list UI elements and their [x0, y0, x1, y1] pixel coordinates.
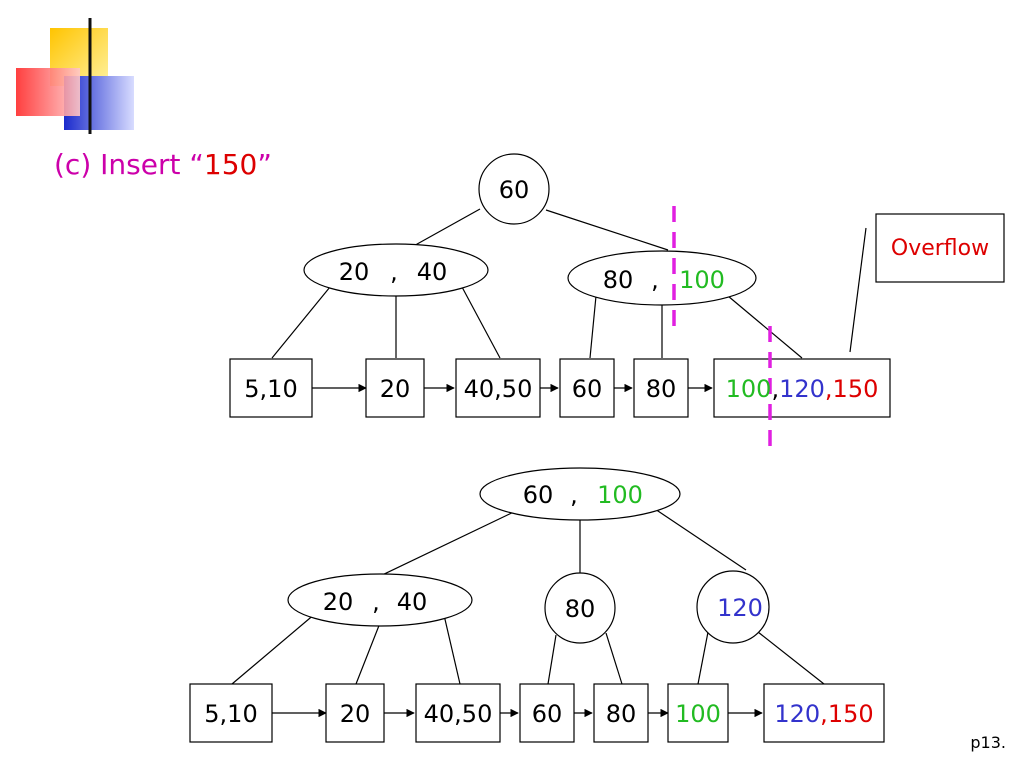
before-leaf-label: 20 [380, 375, 411, 403]
before-leaf-label: 40,50 [464, 375, 533, 403]
after-root-key-green: 100 [597, 481, 643, 509]
after-left-key: 20 [323, 588, 354, 616]
before-left-internal-node [303, 243, 489, 297]
after-leaf-label: 40,50 [424, 700, 493, 728]
after-root-sep: , [570, 481, 578, 509]
before-left-key: 20 [339, 258, 370, 286]
after-mid-key: 80 [565, 595, 596, 623]
before-right-key-green: 100 [679, 266, 725, 294]
after-leaf-node [519, 683, 575, 743]
title-quote-close: ” [257, 148, 272, 181]
after-left-key: 40 [397, 588, 428, 616]
after-leaf-label: 60 [532, 700, 563, 728]
after-left-sep: , [372, 588, 380, 616]
before-root-node [478, 153, 550, 225]
after-left-internal-node [287, 573, 473, 627]
key-sep: , [820, 700, 828, 728]
after-leaf-node [415, 683, 501, 743]
edge [757, 631, 825, 685]
before-leaf-node [559, 358, 615, 418]
after-leaf-label: 20 [340, 700, 371, 728]
after-leaf-node [189, 683, 273, 743]
after-leaf-node [667, 683, 729, 743]
before-overflow-leaf-node [713, 358, 891, 418]
before-right-key: 80 [603, 266, 634, 294]
before-leaf-label: 5,10 [244, 375, 297, 403]
overflow-label: Overflow [891, 236, 989, 261]
before-leaf-node [633, 358, 689, 418]
key-sep: , [771, 375, 779, 403]
before-root-key: 60 [499, 176, 530, 204]
after-leaf-node [763, 683, 885, 743]
after-mid-internal-node [544, 572, 616, 644]
edge [355, 622, 381, 685]
edge [545, 209, 669, 251]
edge [409, 208, 481, 249]
edge [697, 631, 709, 685]
page-number: p13. [970, 733, 1006, 752]
before-tree-labels: 60 20 , 40 80 , 100 5,10 20 40,50 60 80 … [244, 176, 878, 403]
callout-pointer [849, 227, 867, 353]
before-right-sep: , [651, 266, 659, 294]
after-tree-labels: 60 , 100 20 , 40 80 120 5,10 20 40,50 60… [204, 481, 873, 728]
edge [651, 506, 747, 571]
after-last-leaf-label: 120,150 [774, 700, 873, 728]
key-blue: 120 [779, 375, 825, 403]
title-value: 150 [203, 148, 258, 181]
before-leaf-label: 80 [646, 375, 677, 403]
before-leaf-node [229, 358, 313, 418]
key-blue: 120 [774, 700, 820, 728]
before-overflow-leaf-label: 100,120,150 [726, 375, 879, 403]
overflow-callout: Overflow [849, 213, 1005, 353]
edge [727, 295, 803, 359]
after-leaf-label: 80 [606, 700, 637, 728]
after-right-internal-node [696, 570, 770, 644]
edge [377, 508, 521, 578]
after-right-key-blue: 120 [717, 594, 763, 622]
before-leaf-node [455, 358, 541, 418]
after-tree [189, 467, 885, 743]
edge [443, 614, 461, 685]
before-leaf-label: 60 [572, 375, 603, 403]
before-left-sep: , [390, 258, 398, 286]
before-left-key: 40 [417, 258, 448, 286]
after-leaf-label-green: 100 [675, 700, 721, 728]
edge [589, 295, 597, 359]
key-red: 150 [828, 700, 874, 728]
edge [605, 632, 623, 685]
overflow-callout-box [875, 213, 1005, 283]
title-quote-open: “ [189, 148, 204, 181]
slide-title: (c) Insert “150” [54, 148, 272, 181]
after-root-node [479, 467, 681, 521]
before-tree [229, 153, 891, 418]
edge [271, 286, 331, 359]
edge [547, 634, 557, 685]
before-right-internal-node [567, 250, 757, 306]
edge [231, 612, 317, 685]
after-leaf-node [593, 683, 649, 743]
key-red: 150 [833, 375, 879, 403]
key-sep: , [825, 375, 833, 403]
corner-decoration [16, 18, 1000, 134]
edge [461, 286, 501, 359]
after-leaf-label: 5,10 [204, 700, 257, 728]
after-root-key: 60 [523, 481, 554, 509]
before-leaf-node [365, 358, 425, 418]
title-prefix: (c) Insert [54, 148, 190, 181]
key-green: 100 [726, 375, 772, 403]
after-leaf-node [325, 683, 385, 743]
